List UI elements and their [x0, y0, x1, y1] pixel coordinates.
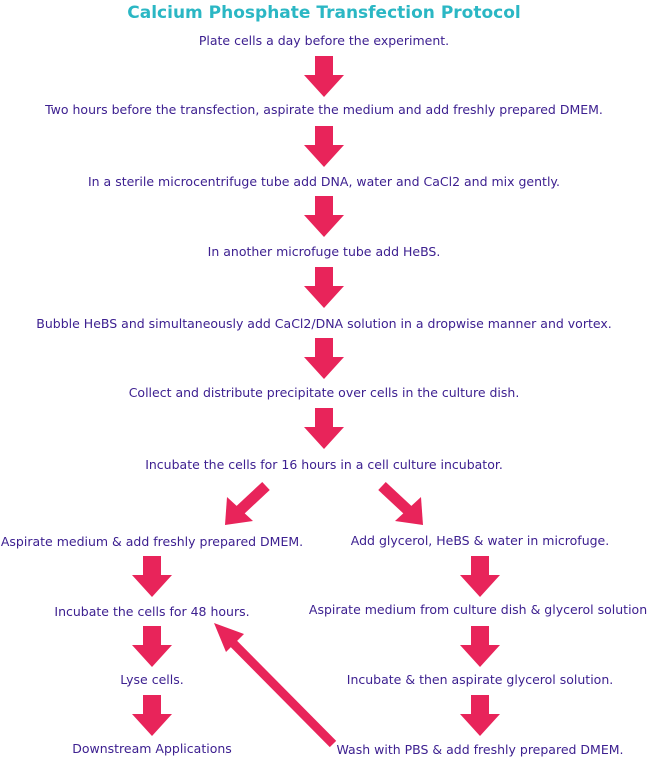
- step-right-add-glycerol: Add glycerol, HeBS & water in microfuge.: [350, 533, 610, 548]
- arrow-down-1: [304, 56, 344, 97]
- arrow-left-1: [132, 556, 172, 597]
- arrow-right-1: [460, 556, 500, 597]
- arrow-left-2: [132, 626, 172, 667]
- arrow-down-5: [304, 338, 344, 379]
- step-add-hebs: In another microfuge tube add HeBS.: [207, 244, 441, 259]
- step-left-aspirate-dmem: Aspirate medium & add freshly prepared D…: [0, 534, 304, 549]
- step-aspirate-add-dmem: Two hours before the transfection, aspir…: [45, 102, 603, 117]
- step-left-incubate-48h: Incubate the cells for 48 hours.: [54, 604, 250, 619]
- arrow-branch-left: [225, 481, 270, 525]
- arrow-return-to-incubate: [214, 623, 337, 748]
- step-left-lyse: Lyse cells.: [120, 672, 184, 687]
- step-left-downstream: Downstream Applications: [72, 741, 232, 756]
- arrow-down-4: [304, 267, 344, 308]
- step-collect-distribute: Collect and distribute precipitate over …: [128, 385, 520, 400]
- step-right-aspirate: Aspirate medium from culture dish & glyc…: [308, 602, 648, 617]
- diagram-title: Calcium Phosphate Transfection Protocol: [127, 3, 521, 23]
- step-right-incubate: Incubate & then aspirate glycerol soluti…: [346, 672, 614, 687]
- step-plate-cells: Plate cells a day before the experiment.: [198, 33, 450, 48]
- arrow-right-2: [460, 626, 500, 667]
- arrow-branch-right: [378, 481, 423, 525]
- step-bubble-vortex: Bubble HeBS and simultaneously add CaCl2…: [36, 316, 612, 331]
- arrow-down-2: [304, 126, 344, 167]
- step-right-wash-pbs: Wash with PBS & add freshly prepared DME…: [336, 742, 624, 757]
- arrow-right-3: [460, 695, 500, 736]
- arrow-down-3: [304, 196, 344, 237]
- arrow-down-6: [304, 408, 344, 449]
- step-mix-dna-cacl2: In a sterile microcentrifuge tube add DN…: [87, 174, 561, 189]
- arrow-left-3: [132, 695, 172, 736]
- step-incubate-16h: Incubate the cells for 16 hours in a cel…: [145, 457, 503, 472]
